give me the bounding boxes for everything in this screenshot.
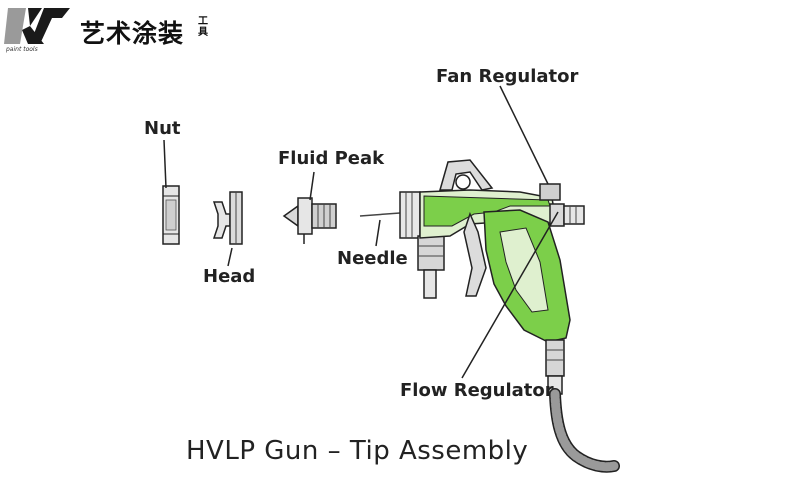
fluid-peak-leader-line	[309, 171, 315, 201]
head-part	[212, 191, 243, 245]
fluid-peak-part	[282, 197, 337, 244]
fan-regulator-label: Fan Regulator	[436, 66, 579, 87]
flow-regulator-label: Flow Regulator	[400, 380, 554, 401]
logo-k-mark-icon	[4, 8, 70, 44]
logo-small-text: 工具	[198, 16, 208, 38]
fluid-peak-label: Fluid Peak	[278, 148, 385, 169]
nut-part	[162, 185, 180, 245]
logo-tagline: paint tools	[6, 46, 38, 53]
flow-regulator-leader-line	[461, 211, 559, 379]
nut-leader-line	[163, 139, 167, 189]
needle-leader-line	[375, 219, 381, 247]
diagram-caption: HVLP Gun – Tip Assembly	[186, 436, 529, 466]
brand-logo: 艺术涂装 工具 paint tools	[4, 4, 219, 58]
spray-gun-body	[399, 159, 585, 395]
nut-label: Nut	[144, 118, 181, 139]
needle-label: Needle	[337, 248, 408, 269]
needle-part	[359, 212, 401, 217]
logo-brand-text: 艺术涂装	[80, 19, 185, 48]
head-label: Head	[203, 266, 256, 287]
head-leader-line	[227, 247, 233, 267]
fan-regulator-leader-line	[499, 85, 549, 185]
air-hose	[549, 388, 620, 473]
